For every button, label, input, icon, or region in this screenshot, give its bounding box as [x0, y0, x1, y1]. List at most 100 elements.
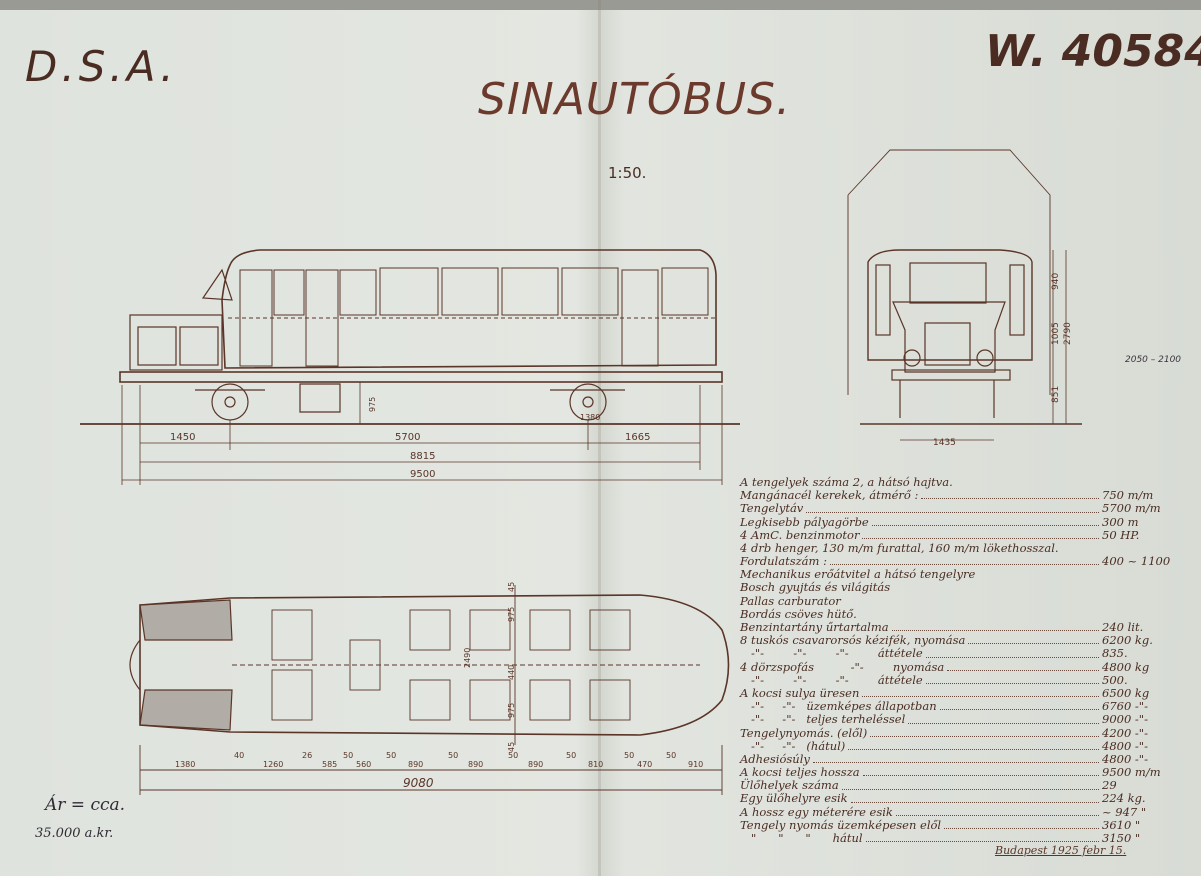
spec-label: Egy ülőhelyre esik: [740, 791, 848, 806]
plan-dim: 890: [528, 760, 543, 769]
dim-wheel-height: 975: [368, 397, 377, 412]
side-view: 1450 5700 1665 8815 9500 975 1380: [80, 249, 740, 485]
dotted-leader: [862, 537, 1099, 539]
spec-value: 4200 -"-: [1102, 725, 1148, 740]
spec-label: 4 drb henger, 130 m/m furattal, 160 m/m …: [740, 540, 1059, 555]
dotted-leader: [865, 841, 1099, 843]
plan-dim: 910: [688, 760, 703, 769]
handwritten-width-note: 2050 – 2100: [1125, 355, 1181, 365]
spec-value: 3610 ": [1102, 817, 1141, 832]
spec-row: 4 drb henger, 130 m/m furattal, 160 m/m …: [740, 540, 1180, 555]
spec-value: 224 kg.: [1102, 791, 1146, 806]
spec-label: 8 tuskós csavarorsós kézifék, nyomása: [740, 633, 966, 648]
plan-dim: 50: [566, 751, 576, 760]
dotted-leader: [871, 524, 1099, 526]
dotted-leader: [862, 696, 1099, 698]
spec-row: Mangánacél kerekek, átmérő :750 m/m: [740, 488, 1180, 503]
spec-row: Bordás csöves hütő.: [740, 606, 1180, 621]
plan-dim: 1380: [175, 760, 195, 769]
plan-dim: 890: [468, 760, 483, 769]
plan-vdim: 440: [507, 665, 516, 680]
dotted-leader: [968, 643, 1099, 645]
spec-row: Pallas carburator: [740, 594, 1180, 608]
spec-value: 4800 -"-: [1102, 751, 1148, 766]
spec-value: 6760 -"-: [1102, 699, 1148, 714]
dim-total-height: 2790: [1063, 322, 1073, 345]
spec-label: Mechanikus erőátvitel a hátsó tengelyre: [740, 567, 976, 582]
dim-middle: 1005: [1051, 322, 1061, 345]
plan-dim: 585: [322, 760, 337, 769]
dotted-leader: [806, 511, 1099, 513]
specification-table: A tengelyek száma 2, a hátsó hajtva.Mang…: [740, 474, 1180, 846]
spec-row: Fordulatszám :400 ~ 1100: [740, 554, 1180, 569]
spec-label: A tengelyek száma 2, a hátsó hajtva.: [740, 474, 953, 489]
dotted-leader: [841, 788, 1099, 790]
scan-edge: [0, 0, 1201, 10]
spec-label: A kocsi teljes hossza: [740, 765, 860, 780]
spec-value: 400 ~ 1100: [1102, 554, 1171, 569]
spec-label: Ülőhelyek száma: [740, 778, 839, 793]
dim-rear-detail: 1380: [580, 413, 600, 422]
spec-row: Egy ülőhelyre esik 224 kg.: [740, 791, 1180, 806]
spec-label: Mangánacél kerekek, átmérő :: [740, 488, 919, 503]
spec-row: " " " hátul 3150 ": [740, 831, 1180, 846]
spec-row: Mechanikus erőátvitel a hátsó tengelyre: [740, 568, 1180, 581]
plan-dim: 810: [588, 760, 603, 769]
spec-label: " " " hátul: [740, 831, 863, 846]
spec-row: Tengelynyomás. (elől) 4200 -"-: [740, 725, 1180, 740]
plan-dim: 470: [637, 760, 652, 769]
spec-value: 835.: [1102, 646, 1128, 661]
spec-value: 6500 kg: [1102, 685, 1150, 700]
dotted-leader: [891, 630, 1099, 632]
dotted-leader: [850, 801, 1099, 803]
dim-frame-length: 8815: [410, 451, 435, 462]
dotted-leader: [848, 748, 1099, 750]
dotted-leader: [921, 498, 1099, 500]
spec-label: Tengelynyomás. (elől): [740, 725, 868, 740]
plan-vdim: 45: [507, 582, 516, 592]
plan-view: 1380 40 1260 26 585 50 560 50 890 50 890…: [129, 582, 730, 795]
plan-dim: 40: [234, 751, 244, 760]
dim-lower: 851: [1051, 386, 1061, 403]
spec-row: A kocsi teljes hossza 9500 m/m: [740, 765, 1180, 780]
plan-dim: 50: [508, 751, 518, 760]
spec-label: Bordás csöves hütő.: [740, 606, 857, 621]
spec-label: Legkisebb pályagörbe: [740, 514, 869, 529]
spec-value: 29: [1102, 778, 1117, 793]
spec-row: A hossz egy méterére esik~ 947 ": [740, 804, 1180, 819]
plan-dim: 50: [624, 751, 634, 760]
spec-value: 9000 -"-: [1102, 712, 1148, 727]
dotted-leader: [870, 735, 1099, 737]
dim-rear-overhang: 1665: [625, 432, 650, 443]
spec-value: 9500 m/m: [1102, 765, 1161, 780]
dim-total-length: 9500: [410, 469, 435, 480]
spec-row: -"- -"- (hátul)4800 -"-: [740, 739, 1180, 753]
spec-row: Adhesiósúly 4800 -"-: [740, 751, 1180, 766]
spec-label: Adhesiósúly: [740, 751, 810, 766]
plan-dim: 50: [343, 751, 353, 760]
plan-dim: 50: [386, 751, 396, 760]
dotted-leader: [925, 656, 1099, 658]
spec-label: A hossz egy méterére esik: [740, 804, 893, 819]
spec-value: 5700 m/m: [1102, 501, 1161, 516]
plan-vdim: 975: [507, 607, 516, 622]
spec-label: 4 AmC. benzinmotor: [740, 527, 860, 542]
spec-value: 3150 ": [1102, 831, 1141, 846]
plan-vdim: 45: [507, 742, 516, 752]
handwritten-price-line1: Ár = cca.: [45, 795, 126, 815]
dotted-leader: [862, 775, 1099, 777]
dotted-leader: [944, 828, 1099, 830]
spec-value: 240 lit.: [1102, 620, 1144, 635]
spec-value: 500.: [1102, 672, 1128, 687]
drawing-title: SINAUTÓBUS.: [478, 74, 791, 125]
dotted-leader: [939, 709, 1099, 711]
dim-wheelbase: 5700: [395, 432, 420, 443]
